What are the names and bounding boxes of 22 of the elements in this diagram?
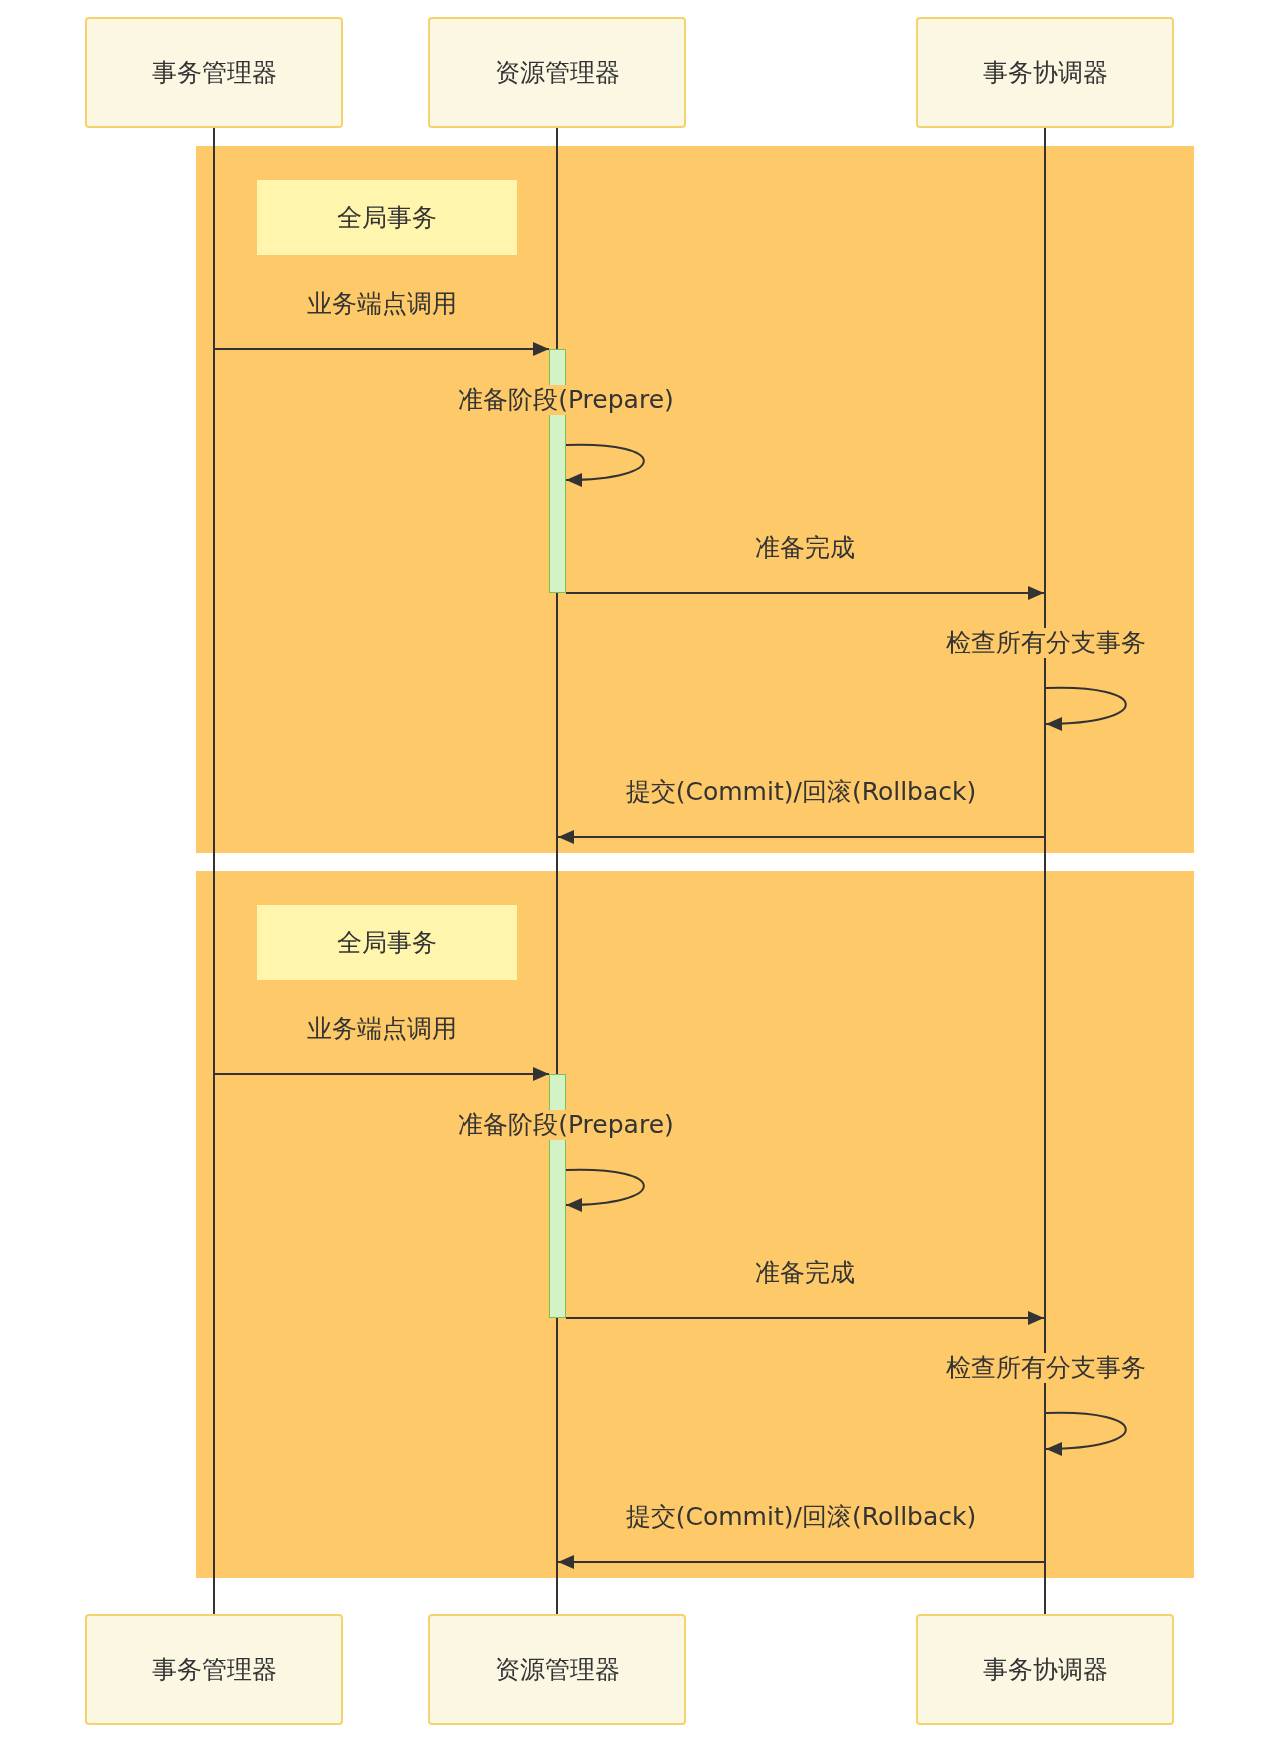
message-arrow xyxy=(565,1311,1045,1325)
highlight-region xyxy=(196,871,1194,1578)
message-arrow xyxy=(557,1555,1045,1569)
note-box: 全局事务 xyxy=(257,905,517,980)
participant-box: 事务管理器 xyxy=(85,17,343,128)
participant-box: 事务协调器 xyxy=(916,1614,1174,1725)
note-box: 全局事务 xyxy=(257,180,517,255)
lifeline xyxy=(1044,128,1046,1614)
self-message-arrow xyxy=(565,443,645,487)
message-arrow xyxy=(557,830,1045,844)
message-arrow xyxy=(214,342,550,356)
participant-box: 事务管理器 xyxy=(85,1614,343,1725)
self-message-arrow xyxy=(565,1168,645,1212)
participant-box: 事务协调器 xyxy=(916,17,1174,128)
lifeline xyxy=(213,128,215,1614)
self-message-arrow xyxy=(1045,1411,1127,1456)
self-message-arrow xyxy=(1045,686,1127,731)
participant-box: 资源管理器 xyxy=(428,1614,686,1725)
message-arrow xyxy=(214,1067,550,1081)
participant-box: 资源管理器 xyxy=(428,17,686,128)
highlight-region xyxy=(196,146,1194,853)
message-arrow xyxy=(565,586,1045,600)
